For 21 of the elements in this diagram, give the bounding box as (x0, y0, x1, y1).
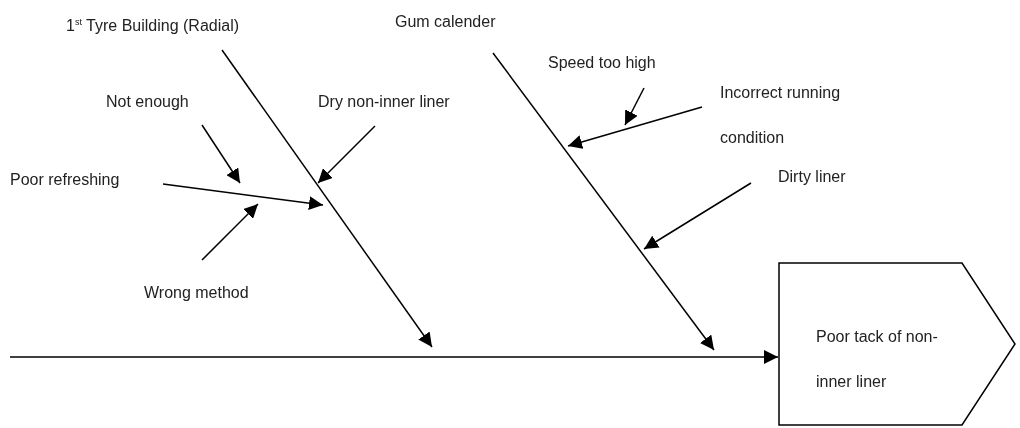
category-label: Gum calender (395, 12, 496, 32)
cause-label: Dry non-inner liner (318, 92, 450, 112)
arrow (201, 124, 241, 184)
arrow (567, 106, 703, 149)
cause-label: Incorrect running condition (720, 70, 870, 160)
arrow (201, 203, 259, 261)
category-label: 1$^{st}$ Tyre Building (Radial) (66, 12, 240, 37)
arrow (162, 183, 324, 211)
arrow (643, 182, 752, 250)
arrow (317, 125, 376, 184)
effect-pentagon (778, 262, 1016, 426)
arrow (221, 49, 433, 348)
cause-label: Speed too high (548, 53, 656, 73)
cause-label: Wrong method (144, 283, 249, 303)
arrow (492, 52, 715, 351)
arrow (9, 350, 779, 364)
cause-label: Dirty liner (778, 167, 846, 187)
cause-label: Not enough (106, 92, 189, 112)
effect-text: Poor tack of non-inner liner (816, 327, 938, 392)
cause-label: Poor refreshing (10, 170, 120, 190)
arrow (624, 87, 645, 126)
